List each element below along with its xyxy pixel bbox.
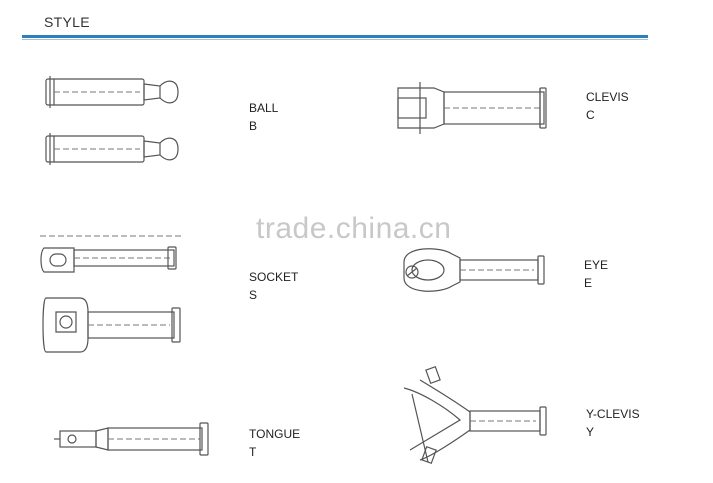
- style-name: SOCKET: [249, 270, 299, 284]
- style-code: Y: [586, 425, 595, 439]
- style-name: BALL: [249, 101, 279, 115]
- header-divider: [22, 35, 648, 38]
- ball-fitting-bottom: [45, 133, 179, 165]
- style-label-eye: EYE E: [584, 256, 608, 292]
- ball-fitting-top: [45, 76, 179, 108]
- style-code: T: [249, 445, 257, 459]
- style-code: E: [584, 276, 593, 290]
- style-label-clevis: CLEVIS C: [586, 88, 629, 124]
- style-code: C: [586, 108, 595, 122]
- socket-fitting-drawing: [40, 235, 182, 353]
- style-name: EYE: [584, 258, 609, 272]
- style-label-socket: SOCKET S: [249, 268, 298, 304]
- ball-fitting-drawing: [45, 76, 179, 165]
- page-title: STYLE: [44, 14, 90, 30]
- y-clevis-fitting-drawing: [403, 365, 547, 465]
- watermark: trade.china.cn: [256, 212, 452, 245]
- eye-fitting-drawing: [403, 248, 545, 292]
- style-label-ball: BALL B: [249, 99, 278, 135]
- socket-fitting-bottom: [42, 297, 181, 353]
- header-divider-thin: [22, 39, 648, 40]
- style-name: Y-CLEVIS: [586, 407, 640, 421]
- style-name: CLEVIS: [586, 90, 629, 104]
- style-name: TONGUE: [249, 427, 301, 441]
- style-label-tongue: TONGUE T: [249, 425, 300, 461]
- style-code: S: [249, 288, 258, 302]
- style-code: B: [249, 119, 258, 133]
- clevis-fitting-drawing: [397, 82, 547, 134]
- socket-fitting-top: [40, 235, 182, 273]
- tongue-fitting-drawing: [54, 422, 209, 456]
- style-label-y-clevis: Y-CLEVIS Y: [586, 405, 640, 441]
